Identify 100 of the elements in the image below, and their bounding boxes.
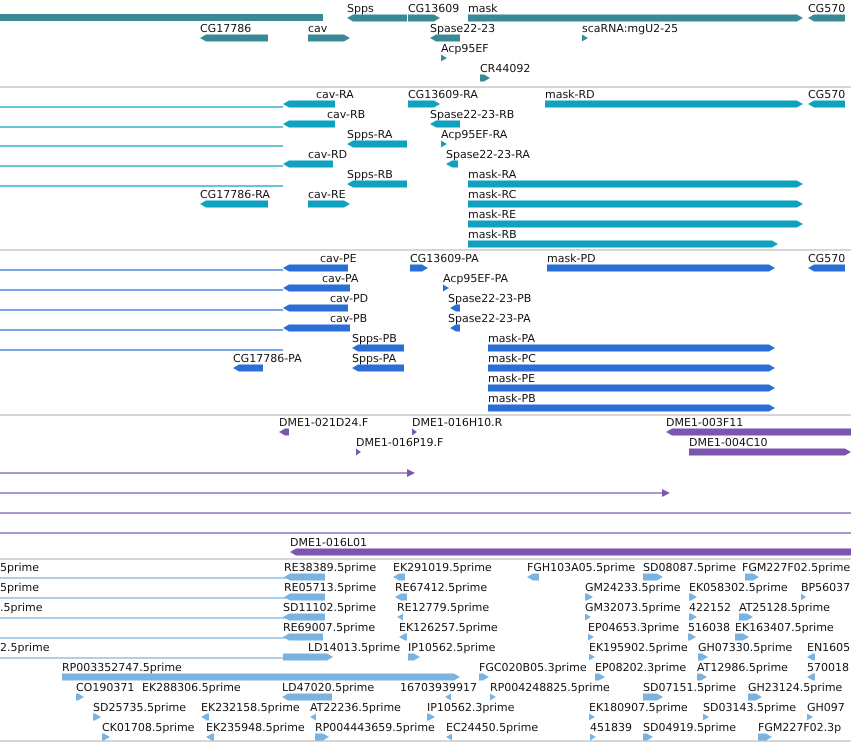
feature-label: cav-RD <box>308 148 348 162</box>
feature-label: CG17786 <box>200 22 252 36</box>
feature-label: cav-PD <box>330 292 368 306</box>
feature-label: 5prime <box>0 561 40 575</box>
feature-label: SD11102.5prime <box>283 601 376 615</box>
feature-label: mask <box>468 2 498 16</box>
feature-label: CG13609-RA <box>408 88 478 102</box>
feature-label: SD08087.5prime <box>643 561 736 575</box>
feature-label: mask-RC <box>468 188 516 202</box>
feature-label: AT25128.5prime <box>739 601 830 615</box>
feature-label: EP08202.3prime <box>595 661 686 675</box>
feature-label: CG570 <box>808 2 846 16</box>
feature-label: cav-PE <box>320 252 357 266</box>
feature-label: Spps-PA <box>352 352 396 366</box>
feature-label: EC24450.5prime <box>446 721 538 735</box>
feature-label: RE38389.5prime <box>284 561 376 575</box>
feature-label: Spps-RB <box>347 168 393 182</box>
feature-label: mask-RA <box>468 168 516 182</box>
feature-label: cav-RA <box>316 88 354 102</box>
feature-label: mask-PB <box>488 392 536 406</box>
feature-label: FGM227F02.5prime <box>742 561 850 575</box>
feature-label: Spase22-23-PA <box>448 312 531 326</box>
feature-label: mask-PE <box>488 372 536 386</box>
feature-label: EK291019.5prime <box>393 561 492 575</box>
feature-label: DME1-016H10.R <box>412 416 502 430</box>
feature-label: GM24233.5prime <box>585 581 681 595</box>
feature-label: EP04653.3prime <box>588 621 680 635</box>
feature-label: CG17786-RA <box>200 188 270 202</box>
feature-label: Spps <box>347 2 374 16</box>
feature-label: LD47020.5prime <box>282 681 374 695</box>
feature-label: RP004248825.5prime <box>490 681 610 695</box>
feature-label: EK163407.5prime <box>735 621 834 635</box>
feature-label: EK126257.5prime <box>399 621 498 635</box>
feature-label: SD04919.5prime <box>643 721 736 735</box>
feature-label: EK232158.5prime <box>201 701 300 715</box>
feature-label: CG570 <box>808 88 846 102</box>
feature-label: RE69007.5prime <box>283 621 376 635</box>
feature-label: AT22236.5prime <box>310 701 401 715</box>
feature-label: SD03143.5prime <box>703 701 796 715</box>
feature-label: Spase22-23 <box>430 22 496 36</box>
feature-label: CG13609-PA <box>410 252 479 266</box>
feature-label: LD14013.5prime <box>308 641 400 655</box>
feature-label: GH097 <box>807 701 845 715</box>
feature-label: EK195902.5prime <box>589 641 688 655</box>
feature-label: 451839 <box>590 721 632 735</box>
feature-label: scaRNA:mgU2-25 <box>582 22 678 36</box>
feature-label: RE67412.5prime <box>395 581 488 595</box>
feature-label: CG570 <box>808 252 846 266</box>
feature-label: DME1-021D24.F <box>279 416 368 430</box>
feature-label: 16703939917 <box>400 681 477 695</box>
feature-label: CG17786-PA <box>233 352 302 366</box>
feature-label: EK058302.5prime <box>689 581 788 595</box>
feature-label: cav-PA <box>322 272 358 286</box>
feature-label: SD25735.5prime <box>93 701 186 715</box>
feature-label: Spase22-23-RB <box>430 108 514 122</box>
feature-label: mask-PA <box>488 332 535 346</box>
feature-label: CG13609 <box>408 2 460 16</box>
feature-label: 570018 <box>807 661 849 675</box>
feature-label: GH07330.5prime <box>698 641 792 655</box>
feature-label: EK288306.5prime <box>142 681 241 695</box>
feature-label: GH23124.5prime <box>748 681 842 695</box>
feature-label: cav-RE <box>308 188 346 202</box>
feature-label: IP10562.3prime <box>427 701 514 715</box>
feature-label: RP003352747.5prime <box>62 661 182 675</box>
feature-label: Acp95EF-RA <box>441 128 508 142</box>
feature-label: DME1-016L01 <box>290 536 367 550</box>
feature-label: Acp95EF <box>441 42 489 56</box>
feature-label: FGC020B05.3prime <box>479 661 587 675</box>
feature-label: RP004443659.5prime <box>315 721 435 735</box>
feature-label: CR44092 <box>480 62 530 76</box>
feature-label: DME1-016P19.F <box>356 436 444 450</box>
feature-label: 2.5prime <box>0 641 50 655</box>
feature-label: FGM227F02.3p <box>758 721 842 735</box>
feature-label: Spase22-23-RA <box>446 148 530 162</box>
feature-label: FGH103A05.5prime <box>527 561 636 575</box>
feature-label: .5prime <box>0 601 43 615</box>
feature-label: mask-RB <box>468 228 517 242</box>
feature-label: Spps-PB <box>352 332 397 346</box>
feature-label: cav-RB <box>327 108 366 122</box>
feature-label: AT12986.5prime <box>697 661 788 675</box>
feature-label: CK01708.5prime <box>102 721 194 735</box>
feature-label: RE12779.5prime <box>397 601 490 615</box>
feature-label: cav-PB <box>330 312 368 326</box>
feature-label: GM32073.5prime <box>585 601 681 615</box>
feature-label: IP10562.5prime <box>408 641 496 655</box>
feature-label: 516038 <box>688 621 730 635</box>
feature-label: EK235948.5prime <box>206 721 305 735</box>
feature-label: mask-RE <box>468 208 516 222</box>
feature-label: cav <box>308 22 328 36</box>
feature-label: RE05713.5prime <box>284 581 376 595</box>
feature-label: 5prime <box>0 581 40 595</box>
feature-label: Acp95EF-PA <box>443 272 508 286</box>
feature-label: mask-RD <box>545 88 595 102</box>
feature-label: DME1-004C10 <box>689 436 768 450</box>
feature-label: mask-PC <box>488 352 536 366</box>
feature-label: Spps-RA <box>347 128 392 142</box>
feature-label: CO190371 <box>76 681 134 695</box>
feature-label: 422152 <box>689 601 731 615</box>
feature-label: Spase22-23-PB <box>448 292 532 306</box>
feature-label: EK180907.5prime <box>589 701 688 715</box>
